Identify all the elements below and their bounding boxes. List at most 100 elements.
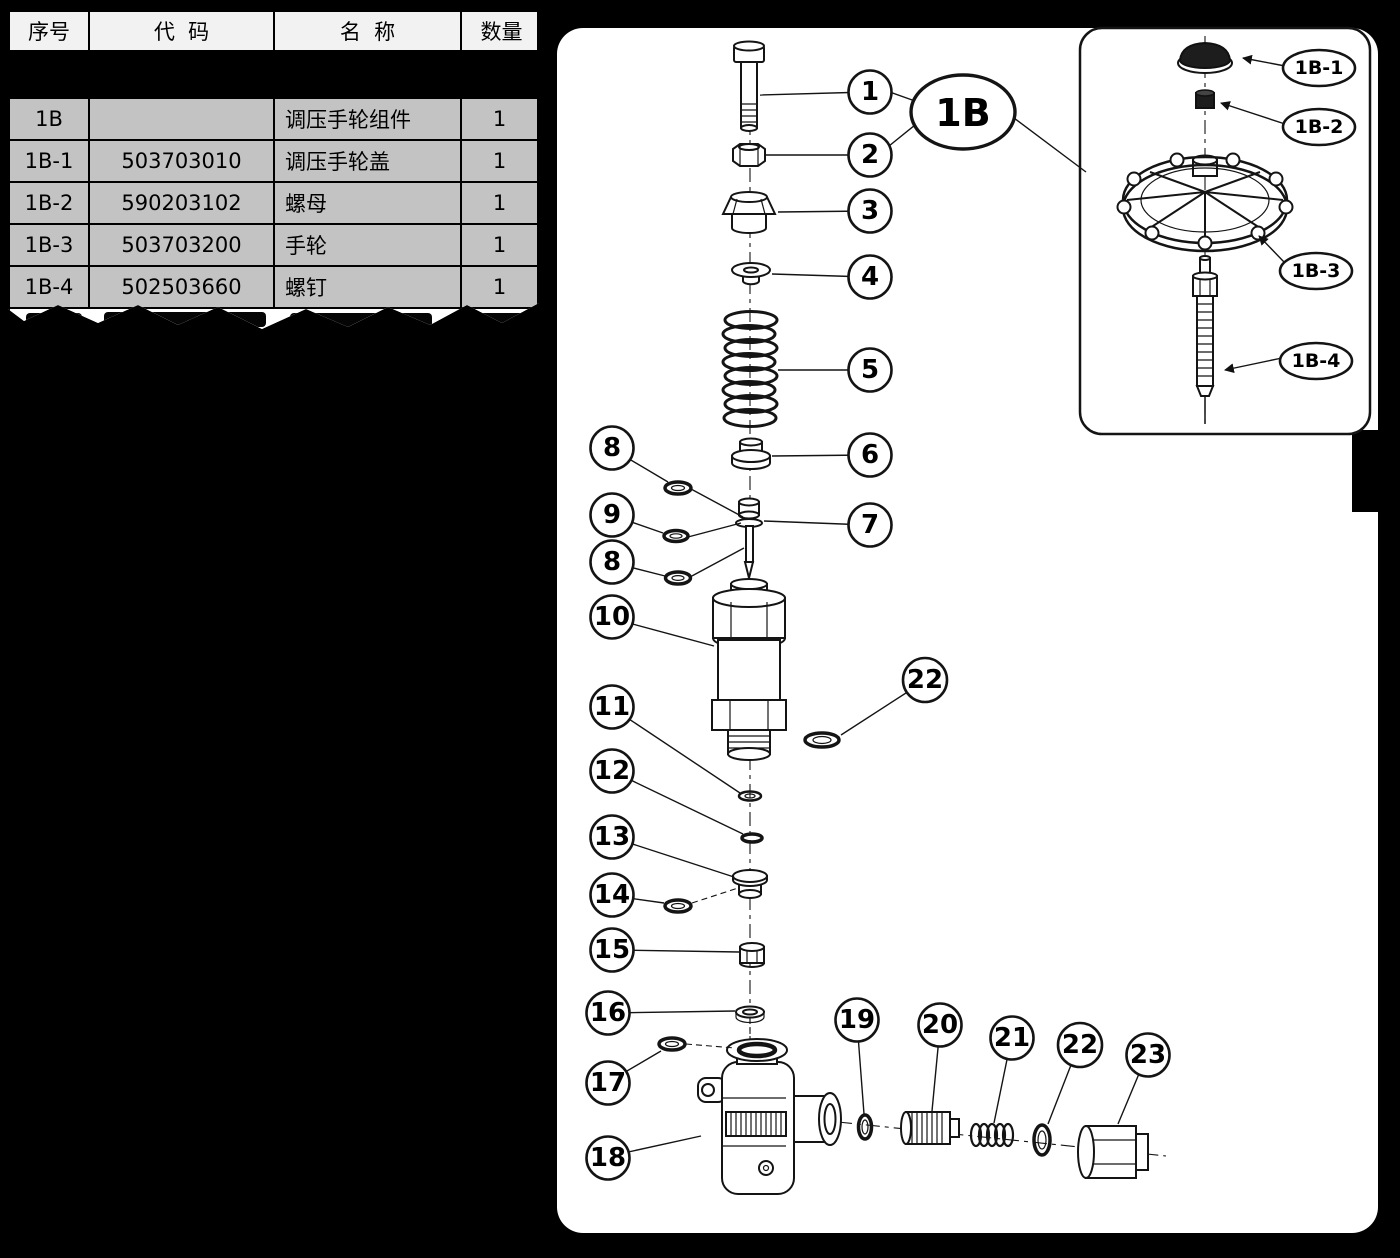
page-notch: [1352, 430, 1400, 512]
cell-qty: 1: [462, 99, 537, 141]
cell-name: 螺钉: [275, 267, 462, 309]
callout-label: 8: [603, 433, 621, 463]
callout-21: 21: [989, 1015, 1035, 1061]
inset-callout-1b-4: 1B-4: [1278, 341, 1354, 381]
part-23-cap-nut: [1077, 1125, 1149, 1179]
inset-callout-1b-2: 1B-2: [1281, 107, 1357, 147]
callout-16: 16: [585, 990, 631, 1036]
cell-name: 调压手轮组件: [275, 99, 462, 141]
cell-qty: 1: [462, 141, 537, 183]
part-11-washer: [737, 790, 763, 802]
callout-3: 3: [847, 188, 893, 234]
part-7-valve-stem: [735, 497, 763, 579]
callout-5: 5: [847, 347, 893, 393]
cell-code: [90, 99, 275, 141]
part-1-bolt: [733, 40, 765, 132]
callout-label: 22: [1062, 1030, 1098, 1060]
cell-name: 手轮: [275, 225, 462, 267]
part-15-plug-nut: [739, 942, 765, 968]
header-cell-qty: 数量: [480, 20, 523, 44]
callout-label: 12: [594, 756, 630, 786]
inset-leader-lines: [1220, 54, 1286, 373]
callout-19: 19: [834, 997, 880, 1043]
callout-label: 5: [861, 355, 879, 385]
callout-label: 2: [861, 140, 879, 170]
callout-11: 11: [589, 684, 635, 730]
callout-label: 11: [594, 692, 630, 722]
callout-label: 20: [922, 1010, 958, 1040]
part-8-oring-lower: [663, 570, 693, 586]
inset-callout-1b-1: 1B-1: [1281, 48, 1357, 88]
cell-code: 590203102: [90, 183, 275, 225]
header-cell-name: 名 称: [275, 12, 462, 50]
callout-22-b: 22: [1056, 1021, 1104, 1069]
assembly-lines: [685, 488, 751, 1049]
callout-label: 1B-1: [1295, 57, 1344, 79]
inset-part-1b1-cap: [1177, 41, 1233, 74]
cell-qty: 1: [462, 267, 537, 309]
callout-label: 14: [594, 880, 630, 910]
cell-qty: 1: [462, 225, 537, 267]
callout-label: 16: [590, 998, 626, 1028]
cell-qty: 1: [462, 183, 537, 225]
part-17-oring: [657, 1036, 687, 1052]
callout-label: 23: [1130, 1040, 1166, 1070]
callout-14: 14: [589, 872, 635, 918]
inset-part-1b2-nut: [1195, 89, 1215, 109]
callout-label: 1B-2: [1295, 116, 1344, 138]
inset-callout-1b-3: 1B-3: [1278, 251, 1354, 291]
header-cell-id: 序号: [10, 12, 90, 50]
callout-label: 1: [861, 77, 879, 107]
callout-label: 19: [839, 1005, 875, 1035]
inset-part-1b3-handwheel: [1116, 152, 1294, 253]
callout-7: 7: [847, 502, 893, 548]
part-6-spring-seat: [731, 437, 771, 470]
part-2-nut: [732, 143, 766, 167]
callout-8-b: 8: [589, 539, 635, 585]
part-20-cartridge-plug: [900, 1111, 960, 1145]
callout-2: 2: [847, 132, 893, 178]
part-8-oring-upper: [663, 480, 693, 496]
part-19-oring: [856, 1113, 874, 1141]
callout-label: 9: [603, 500, 621, 530]
callout-20: 20: [917, 1002, 963, 1048]
table-row: 1B-1 503703010 调压手轮盖 1: [10, 141, 537, 183]
callout-label: 3: [861, 196, 879, 226]
callout-label: 4: [861, 262, 879, 292]
assembly-label: 1B: [935, 91, 990, 135]
part-22-oring-body: [803, 731, 841, 749]
callout-label: 15: [594, 935, 630, 965]
callout-label: 21: [994, 1023, 1030, 1053]
table-row: 1B-2 590203102 螺母 1: [10, 183, 537, 225]
part-18-valve-body: [697, 1038, 842, 1195]
callout-label: 10: [594, 602, 630, 632]
callout-22-a: 22: [901, 656, 949, 704]
callout-label: 7: [861, 510, 879, 540]
cell-id: 1B-4: [10, 267, 90, 309]
callout-4: 4: [847, 254, 893, 300]
callout-10: 10: [589, 594, 635, 640]
cell-name: 螺母: [275, 183, 462, 225]
callout-17: 17: [585, 1060, 631, 1106]
cell-code: 503703010: [90, 141, 275, 183]
callout-6: 6: [847, 432, 893, 478]
assembly-balloon-1b: 1B: [909, 73, 1017, 151]
callout-label: 8: [603, 547, 621, 577]
part-22-oring-outlet: [1032, 1123, 1052, 1157]
callout-13: 13: [589, 814, 635, 860]
part-21-spring-small: [969, 1122, 1015, 1148]
parts-table-body: 1B 调压手轮组件 1 1B-1 503703010 调压手轮盖 1 1B-2 …: [8, 97, 539, 329]
callout-label: 22: [907, 665, 943, 695]
part-12-oring-small: [740, 832, 764, 844]
cell-id: 1B-3: [10, 225, 90, 267]
part-5-spring: [721, 310, 779, 428]
table-row: 1B-3 503703200 手轮 1: [10, 225, 537, 267]
table-row: 1B-4 502503660 螺钉 1: [10, 267, 537, 309]
callout-23: 23: [1125, 1032, 1171, 1078]
cell-code: 503703200: [90, 225, 275, 267]
table-row: 1B 调压手轮组件 1: [10, 99, 537, 141]
part-13-bushing: [732, 869, 768, 899]
callout-label: 1B-4: [1292, 350, 1341, 372]
callout-18: 18: [585, 1135, 631, 1181]
